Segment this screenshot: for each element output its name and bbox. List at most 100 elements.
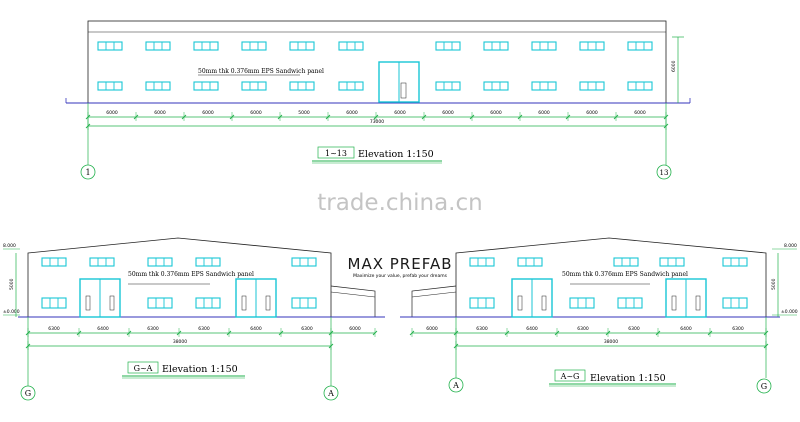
- left-level-bottom: ±0.000: [3, 309, 20, 315]
- window: [291, 257, 317, 267]
- right-title-marks: A~G: [560, 372, 580, 381]
- left-level-top: 8.000: [3, 243, 16, 249]
- window: [531, 41, 557, 51]
- logo-brand: MAX PREFAB: [348, 255, 453, 273]
- left-axis-a-label: A: [327, 389, 334, 398]
- left-annex-inner: [330, 291, 376, 298]
- window: [469, 297, 495, 309]
- left-dim-label: 6400: [250, 326, 262, 332]
- left-title-text: Elevation 1:150: [162, 364, 238, 375]
- right-dim-label: 6300: [628, 326, 640, 332]
- window: [97, 81, 123, 91]
- window: [145, 81, 171, 91]
- right-elevation: 50mm thk 0.376mm EPS Sandwich panel 8.00…: [400, 237, 798, 394]
- top-dim-label: 6000: [538, 110, 550, 116]
- right-door-1: [511, 278, 553, 318]
- left-building-outline: [27, 237, 332, 318]
- right-dim-label: 6000: [426, 326, 438, 332]
- top-dim-labels: 6000 6000 6000 6000 5000 6000 6000 6000 …: [106, 110, 646, 116]
- window: [435, 81, 461, 91]
- max-prefab-logo: MAX PREFAB Maximize your value, prefab y…: [348, 255, 453, 279]
- right-dim-ticks: [409, 328, 769, 350]
- right-axis-a-bubble: [448, 377, 464, 393]
- right-annex-inner: [411, 291, 457, 298]
- logo-tagline: Maximize your value, prefab your dreams: [353, 273, 448, 279]
- right-dim-label: 6300: [577, 326, 589, 332]
- window: [579, 81, 605, 91]
- top-elevation: 50mm thk 0.376mm EPS Sandwich panel 6000…: [65, 20, 691, 180]
- top-title-text: Elevation 1:150: [358, 149, 434, 160]
- top-dim-label: 6000: [106, 110, 118, 116]
- window: [97, 41, 123, 51]
- window: [193, 81, 219, 91]
- window: [195, 297, 221, 309]
- right-total-dim: 38000: [604, 339, 618, 345]
- right-title-marks-box: [554, 369, 586, 382]
- top-axis-left-label: 1: [85, 168, 90, 177]
- left-dim-label: 6300: [147, 326, 159, 332]
- left-door-2: [235, 278, 277, 318]
- top-building-outline: [87, 20, 667, 104]
- left-axis-g-label: G: [25, 389, 31, 398]
- top-dim-ticks: [85, 112, 669, 130]
- top-dim-label: 6000: [394, 110, 406, 116]
- top-dim-label: 6000: [154, 110, 166, 116]
- left-axis-g-bubble: [20, 385, 36, 401]
- top-dim-label: 6000: [250, 110, 262, 116]
- top-dim-label: 6000: [586, 110, 598, 116]
- top-dim-label: 6000: [442, 110, 454, 116]
- left-height-dim: 5000: [9, 278, 15, 290]
- window: [627, 81, 653, 91]
- left-windows: [41, 257, 317, 309]
- top-dim-label: 5000: [298, 110, 310, 116]
- top-dim-label: 6000: [634, 110, 646, 116]
- window: [241, 41, 267, 51]
- window: [569, 297, 595, 309]
- left-title-marks-box: [127, 361, 159, 374]
- right-dim-label: 6400: [526, 326, 538, 332]
- window: [338, 41, 364, 51]
- right-building-outline: [455, 237, 767, 318]
- top-title-marks: 1~13: [325, 149, 347, 158]
- top-windows: [97, 41, 653, 91]
- window: [89, 257, 115, 267]
- window: [722, 297, 748, 309]
- top-panel-note: 50mm thk 0.376mm EPS Sandwich panel: [198, 68, 324, 75]
- right-title-text: Elevation 1:150: [590, 373, 666, 384]
- window: [617, 297, 643, 309]
- window: [627, 41, 653, 51]
- right-axis-g-bubble: [756, 378, 772, 394]
- top-height-dim: 6000: [671, 60, 677, 72]
- window: [147, 297, 173, 309]
- window: [722, 257, 748, 267]
- window: [517, 257, 543, 267]
- window: [659, 257, 685, 267]
- left-panel-note: 50mm thk 0.376mm EPS Sandwich panel: [128, 271, 254, 278]
- right-level-top: 8.000: [784, 243, 797, 249]
- watermark: trade.china.cn: [317, 190, 482, 216]
- window: [469, 257, 495, 267]
- window: [41, 257, 67, 267]
- top-dim-label: 6000: [346, 110, 358, 116]
- window: [195, 257, 221, 267]
- right-panel-note: 50mm thk 0.376mm EPS Sandwich panel: [562, 271, 688, 278]
- right-dim-label: 6400: [680, 326, 692, 332]
- left-dim-label: 6300: [301, 326, 313, 332]
- window: [147, 257, 173, 267]
- left-axis-a-bubble: [323, 385, 339, 401]
- window: [338, 81, 364, 91]
- window: [289, 41, 315, 51]
- right-annex: [411, 285, 457, 317]
- top-total-dim: 73000: [370, 119, 384, 125]
- top-dim-label: 6000: [202, 110, 214, 116]
- left-annex: [330, 285, 376, 317]
- right-level-bottom: ±0.000: [781, 309, 798, 315]
- window: [613, 257, 639, 267]
- top-dim-label: 6000: [490, 110, 502, 116]
- left-dim-label: 6300: [198, 326, 210, 332]
- right-windows: [469, 257, 748, 309]
- window: [289, 81, 315, 91]
- right-height-dim: 5000: [771, 278, 777, 290]
- window: [145, 41, 171, 51]
